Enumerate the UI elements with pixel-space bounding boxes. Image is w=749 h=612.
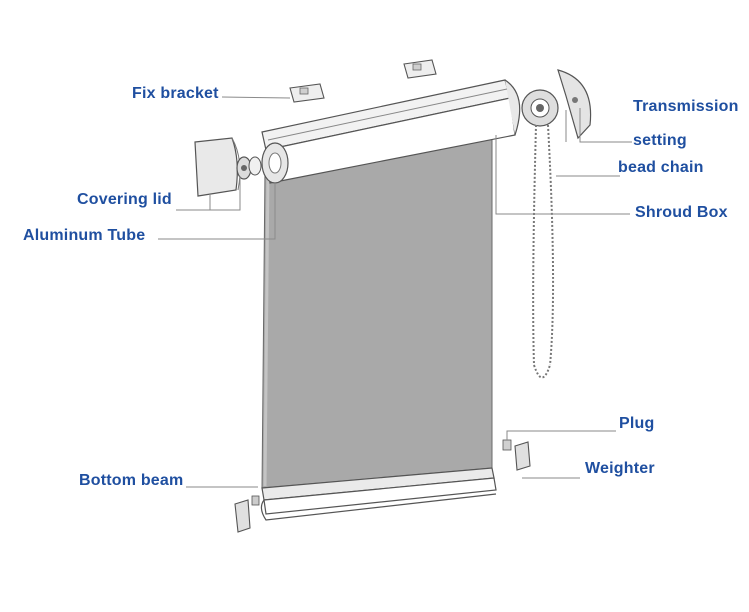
leader-aluminum-tube (158, 182, 276, 240)
left-end-plug-part (236, 156, 262, 180)
label-covering-lid: Covering lid (77, 191, 172, 208)
bottom-beam-part (260, 467, 497, 521)
label-setting: setting (633, 132, 687, 149)
leader-covering-lid (176, 176, 241, 211)
label-transmission: Transmission (633, 98, 739, 115)
label-plug: Plug (619, 415, 655, 432)
leader-shroud-box (495, 135, 630, 215)
shroud-box-part (261, 79, 521, 184)
covering-lid-part (194, 137, 241, 197)
aluminum-tube-part (261, 142, 289, 184)
label-aluminum-tube: Aluminum Tube (23, 227, 146, 244)
fix-bracket-right-part (403, 59, 437, 79)
leader-transmission (579, 108, 632, 143)
label-shroud-box: Shroud Box (635, 204, 728, 221)
label-bottom-beam: Bottom beam (79, 472, 184, 489)
bead-chain-part (532, 124, 555, 379)
fix-bracket-left-part (289, 83, 325, 103)
weighter-part (514, 441, 531, 471)
transmission-bracket-part (557, 69, 592, 140)
leader-lines (158, 96, 632, 488)
leader-fix-bracket (221, 96, 291, 99)
blind-fabric (261, 129, 493, 489)
plug-part (502, 439, 512, 451)
transmission-gear-part (521, 89, 559, 127)
label-fix-bracket: Fix bracket (132, 85, 219, 102)
label-bead-chain: bead chain (618, 159, 704, 176)
fabric-shade-left (263, 169, 270, 487)
bottom-end-cap-part (234, 495, 260, 533)
leader-plug (506, 430, 616, 440)
label-weighter: Weighter (585, 460, 655, 477)
